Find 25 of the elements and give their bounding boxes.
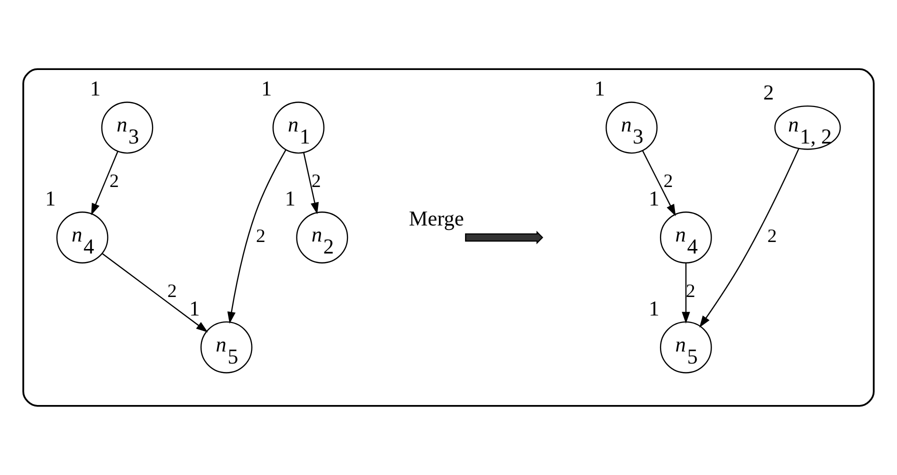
arrow: [699, 148, 800, 328]
cluster: [22, 68, 875, 407]
node-label: 1: [648, 186, 660, 210]
node-label: 1: [90, 76, 101, 101]
arrow: [102, 253, 208, 332]
edge-label: 2: [256, 226, 266, 247]
edge-label: 2: [311, 171, 321, 192]
arrow: [642, 150, 676, 216]
node-label: 1: [45, 186, 56, 210]
label: Merge: [408, 206, 464, 231]
node-label: 1: [648, 296, 660, 320]
node-label: 2: [763, 80, 774, 104]
node-label: 1: [594, 76, 606, 101]
node-label: 1: [261, 76, 272, 101]
edge-label: 2: [767, 226, 777, 247]
arrow: [227, 149, 286, 324]
arrow: [682, 263, 690, 324]
edge-label: 2: [109, 171, 119, 192]
edge-label: 2: [663, 171, 673, 192]
arrow: [303, 152, 319, 214]
edge-label: 2: [167, 280, 177, 302]
node-label: 1: [189, 296, 200, 320]
arrow: [91, 151, 118, 216]
node-label: 1: [284, 186, 296, 210]
edge-label: 2: [686, 280, 696, 302]
